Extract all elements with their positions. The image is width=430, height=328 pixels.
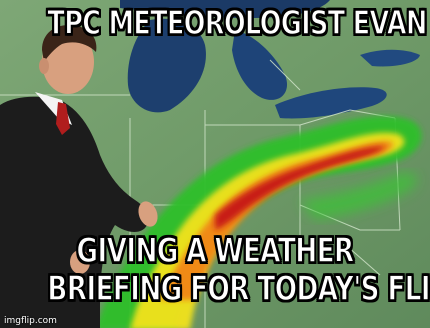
- radar-green-lower: [300, 172, 418, 220]
- bottom-caption-line1: GIVING A WEATHER: [76, 231, 355, 271]
- radar-band-red: [215, 146, 385, 230]
- presenter-hair: [42, 25, 97, 62]
- presenter-suit: [0, 96, 149, 328]
- lake-erie: [275, 87, 387, 119]
- lake-michigan: [127, 18, 206, 113]
- lake-superior: [120, 0, 330, 18]
- presenter-hand: [138, 201, 158, 227]
- presenter: [0, 25, 158, 328]
- presenter-ear: [39, 58, 49, 74]
- lake-huron: [232, 30, 288, 100]
- presenter-tie: [56, 102, 70, 135]
- top-caption: TPC METEOROLOGIST EVAN: [47, 3, 428, 42]
- imgflip-watermark: imgflip.com: [4, 316, 57, 326]
- bottom-caption-line2: BRIEFING FOR TODAY'S FLIGHT: [47, 269, 430, 309]
- radar-band-orange: [160, 141, 393, 300]
- lake-ontario: [360, 49, 420, 67]
- presenter-lower-hand: [70, 250, 90, 274]
